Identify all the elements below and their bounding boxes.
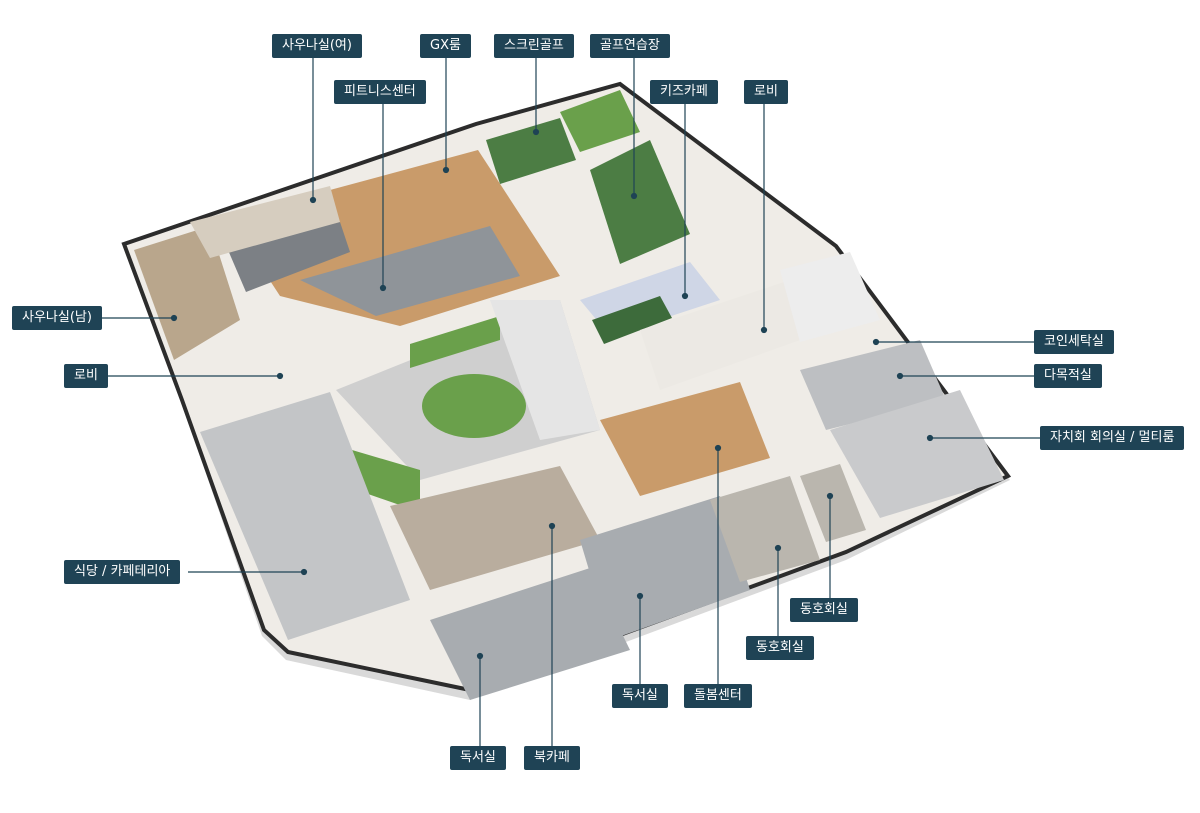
golf-practice-area xyxy=(590,140,690,264)
label-club-room-2: 동호회실 xyxy=(746,636,814,660)
label-screen-golf: 스크린골프 xyxy=(494,34,574,58)
label-sauna-men: 사우나실(남) xyxy=(12,306,102,330)
care-center-area xyxy=(600,382,770,496)
reading-room-area-2 xyxy=(580,496,750,640)
screen-golf-area xyxy=(486,118,576,184)
label-multipurpose-room: 다목적실 xyxy=(1034,364,1102,388)
label-gx-room: GX룸 xyxy=(420,34,471,58)
sauna-women-area xyxy=(190,186,340,258)
label-sauna-women: 사우나실(여) xyxy=(272,34,362,58)
sauna-men-area xyxy=(134,226,240,360)
label-care-center: 돌봄센터 xyxy=(684,684,752,708)
label-reading-room-2: 독서실 xyxy=(450,746,506,770)
fitness-counter xyxy=(228,222,350,292)
coin-laundry-area xyxy=(780,252,880,342)
club-room-area-1 xyxy=(710,476,820,582)
leader-lines xyxy=(100,58,1040,746)
label-club-room-1: 동호회실 xyxy=(790,598,858,622)
book-cafe-area xyxy=(390,466,600,590)
courtyard-lawn-oval xyxy=(422,374,526,438)
label-fitness-center: 피트니스센터 xyxy=(334,80,426,104)
label-resident-meeting-room: 자치회 회의실 / 멀티룸 xyxy=(1040,426,1185,450)
label-book-cafe: 북카페 xyxy=(524,746,580,770)
courtyard-path xyxy=(490,300,600,440)
meeting-room-area xyxy=(830,390,1004,518)
lobby-right-area xyxy=(640,280,800,390)
courtyard-lawn-top xyxy=(410,316,500,368)
label-kids-cafe: 키즈카페 xyxy=(650,80,718,104)
golf-wall xyxy=(560,90,640,152)
label-lobby-left: 로비 xyxy=(64,364,108,388)
cafeteria-area xyxy=(200,392,410,640)
label-lobby-top: 로비 xyxy=(744,80,788,104)
courtyard-lawn-left xyxy=(352,450,420,512)
label-coin-laundry: 코인세탁실 xyxy=(1034,330,1114,354)
label-golf-practice: 골프연습장 xyxy=(590,34,670,58)
label-reading-room-1: 독서실 xyxy=(612,684,668,708)
gym-area xyxy=(300,226,520,316)
club-room-area-2 xyxy=(800,464,866,542)
kids-cafe-checker xyxy=(592,296,672,344)
label-restaurant-cafeteria: 식당 / 카페테리아 xyxy=(64,560,181,584)
